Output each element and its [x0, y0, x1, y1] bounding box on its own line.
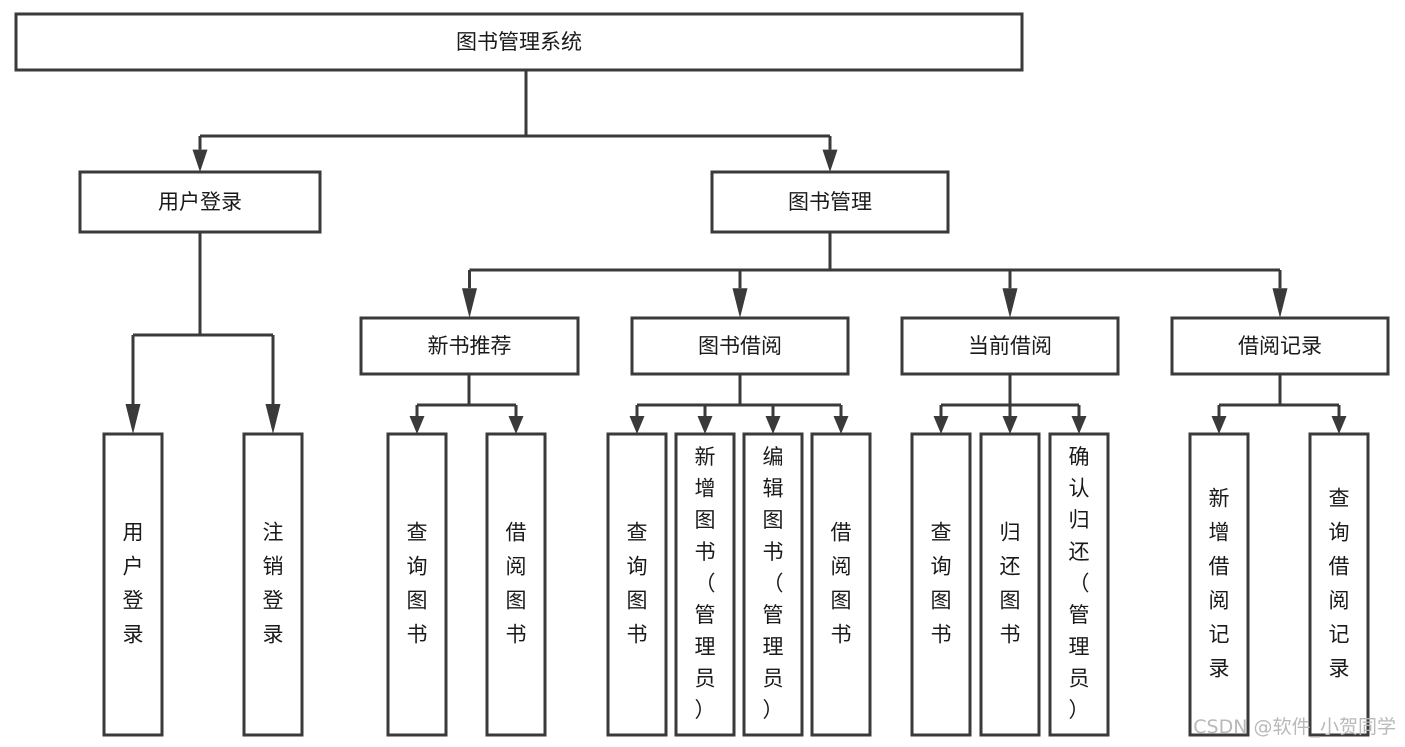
node-leaf-query-record[interactable]: 查询借阅记录	[1308, 432, 1370, 737]
node-box[interactable]	[979, 432, 1041, 737]
node-box[interactable]	[606, 432, 668, 737]
node-book-borrow[interactable]: 图书借阅	[630, 316, 850, 376]
node-current-borrow[interactable]: 当前借阅	[900, 316, 1120, 376]
arrow-head-icon	[629, 416, 645, 434]
node-box[interactable]	[1048, 432, 1110, 737]
node-label: 查询借阅记录	[1329, 487, 1350, 681]
node-label: 查询图书	[627, 521, 648, 647]
node-leaf-edit-book[interactable]: 编辑图书（管理员）	[742, 432, 804, 737]
connector-group	[933, 374, 1087, 434]
connector-group	[125, 232, 281, 434]
node-leaf-return-book[interactable]: 归还图书	[979, 432, 1041, 737]
node-book-manage[interactable]: 图书管理	[710, 170, 950, 234]
node-leaf-confirm-return[interactable]: 确认归还（管理员）	[1048, 432, 1110, 737]
node-label: 图书管理	[788, 190, 872, 214]
connector-group	[409, 374, 524, 434]
node-leaf-borrow-book-2[interactable]: 借阅图书	[810, 432, 872, 737]
node-user-login[interactable]: 用户登录	[78, 170, 322, 234]
node-label: 借阅记录	[1238, 334, 1322, 358]
arrow-head-icon	[822, 149, 838, 172]
arrow-head-icon	[697, 416, 713, 434]
node-label: 新书推荐	[428, 334, 512, 358]
node-borrow-record[interactable]: 借阅记录	[1170, 316, 1390, 376]
node-leaf-query-book-3[interactable]: 查询图书	[910, 432, 972, 737]
node-leaf-user-login[interactable]: 用户登录	[102, 432, 164, 737]
arrow-head-icon	[1211, 416, 1227, 434]
arrow-head-icon	[1272, 288, 1288, 318]
node-leaf-logout[interactable]: 注销登录	[242, 432, 304, 737]
node-leaf-query-book-2[interactable]: 查询图书	[606, 432, 668, 737]
node-label: 编辑图书（管理员）	[763, 445, 784, 722]
node-box[interactable]	[14, 12, 1024, 72]
node-layer: 图书管理系统用户登录图书管理新书推荐图书借阅当前借阅借阅记录用户登录注销登录查询…	[14, 12, 1390, 737]
node-label: 当前借阅	[968, 334, 1052, 358]
arrow-head-icon	[125, 404, 141, 434]
arrow-head-icon	[765, 416, 781, 434]
node-label: 借阅图书	[831, 521, 852, 647]
node-box[interactable]	[1170, 316, 1390, 376]
node-box[interactable]	[359, 316, 580, 376]
arrow-head-icon	[732, 288, 748, 318]
connector-layer	[125, 70, 1347, 434]
node-label: 归还图书	[1000, 521, 1021, 647]
arrow-head-icon	[462, 288, 477, 318]
node-label: 新增图书（管理员）	[695, 445, 716, 722]
node-box[interactable]	[485, 432, 547, 737]
node-label: 查询图书	[407, 521, 428, 647]
node-box[interactable]	[900, 316, 1120, 376]
arrow-head-icon	[192, 149, 208, 172]
node-box[interactable]	[810, 432, 872, 737]
node-label: 图书管理系统	[456, 30, 582, 54]
connector-group	[1211, 374, 1347, 434]
arrow-head-icon	[1331, 416, 1347, 434]
node-leaf-add-book[interactable]: 新增图书（管理员）	[674, 432, 736, 737]
node-label: 用户登录	[158, 190, 242, 214]
node-box[interactable]	[710, 170, 950, 234]
node-label: 用户登录	[123, 521, 144, 647]
node-label: 查询图书	[931, 521, 952, 647]
node-box[interactable]	[242, 432, 304, 737]
node-box[interactable]	[78, 170, 322, 234]
arrow-head-icon	[409, 416, 425, 434]
arrow-head-icon	[1071, 416, 1087, 434]
node-label: 注销登录	[263, 521, 284, 647]
node-box[interactable]	[630, 316, 850, 376]
node-box[interactable]	[386, 432, 448, 737]
node-box[interactable]	[102, 432, 164, 737]
node-leaf-borrow-book-1[interactable]: 借阅图书	[485, 432, 547, 737]
node-box[interactable]	[742, 432, 804, 737]
node-box[interactable]	[674, 432, 736, 737]
arrow-head-icon	[833, 416, 849, 434]
connector-group	[462, 232, 1288, 318]
node-label: 图书借阅	[698, 334, 782, 358]
csdn-watermark: CSDN @软件_小贺同学	[1193, 716, 1396, 738]
node-root[interactable]: 图书管理系统	[14, 12, 1024, 72]
node-box[interactable]	[910, 432, 972, 737]
node-label: 新增借阅记录	[1209, 487, 1230, 681]
node-box[interactable]	[1308, 432, 1370, 737]
arrow-head-icon	[508, 416, 524, 434]
node-label: 借阅图书	[506, 521, 527, 647]
node-leaf-add-record[interactable]: 新增借阅记录	[1188, 432, 1250, 737]
node-box[interactable]	[1188, 432, 1250, 737]
arrow-head-icon	[1002, 288, 1018, 318]
node-label: 确认归还（管理员）	[1069, 445, 1090, 722]
connector-group	[192, 70, 838, 172]
node-leaf-query-book-1[interactable]: 查询图书	[386, 432, 448, 737]
arrow-head-icon	[1002, 416, 1018, 434]
connector-group	[629, 374, 849, 434]
node-new-book-rec[interactable]: 新书推荐	[359, 316, 580, 376]
arrow-head-icon	[265, 404, 281, 434]
arrow-head-icon	[933, 416, 949, 434]
